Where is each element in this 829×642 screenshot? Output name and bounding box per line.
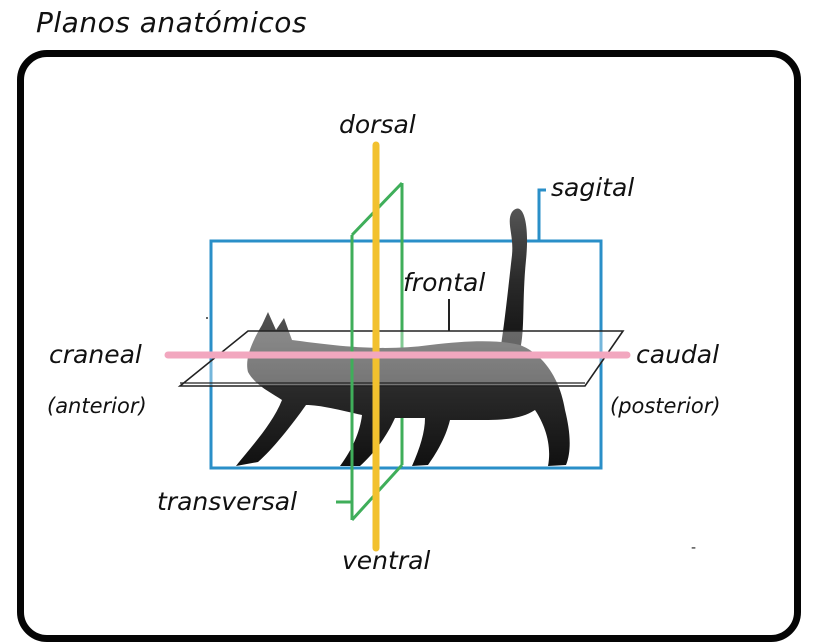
label-caudal: caudal: [636, 340, 720, 369]
diagram-title: Planos anatómicos: [36, 6, 308, 39]
label-anterior: (anterior): [47, 394, 147, 418]
label-transversal: transversal: [157, 487, 298, 516]
stray-mark: -: [691, 540, 697, 556]
label-sagital: sagital: [551, 173, 635, 202]
stray-dot: [206, 317, 208, 319]
label-craneal: craneal: [49, 340, 142, 369]
cat-illustration: [236, 208, 570, 466]
label-posterior: (posterior): [610, 394, 721, 418]
label-frontal: frontal: [403, 268, 486, 297]
diagram-frame: [17, 50, 801, 642]
label-ventral: ventral: [342, 546, 431, 575]
label-dorsal: dorsal: [339, 110, 416, 139]
